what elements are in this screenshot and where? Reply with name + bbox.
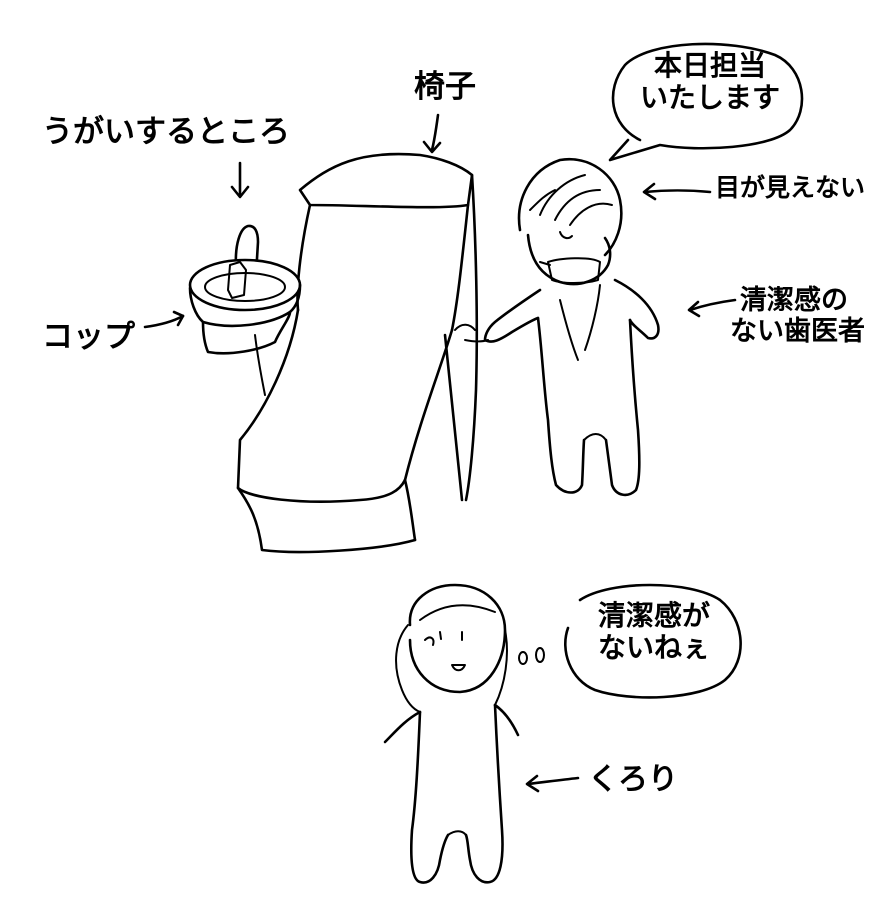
kurori-figure [383, 583, 520, 884]
dentist-speech-bubble [608, 42, 804, 162]
dentist-chair [236, 152, 479, 554]
label-chair: 椅子 [414, 69, 476, 105]
label-sink: うがいするところ [42, 114, 290, 150]
thought-text: 清潔感が ないねぇ [598, 599, 711, 665]
label-kurori: くろり [588, 762, 678, 797]
arrow-sink [230, 161, 250, 199]
spittoon-sink [188, 224, 302, 396]
label-eyes: 目が見えない [715, 173, 866, 202]
speech-dentist-text: 本日担当 いたします [640, 49, 781, 115]
speech-dentist-line1: 本日担当 [654, 49, 767, 82]
label-dentist-line1: 清潔感の [740, 285, 848, 316]
arrow-eyes [642, 182, 712, 201]
dentist-figure [464, 157, 660, 497]
arrow-dentist [687, 298, 737, 318]
label-dentist-line2: ない歯医者 [730, 316, 865, 348]
label-cup: コップ [42, 319, 135, 355]
arrow-cup [143, 310, 185, 329]
thought-bubble [518, 583, 742, 699]
arrow-kurori [525, 774, 580, 793]
arrow-chair [422, 113, 442, 154]
speech-dentist-line2: いたします [640, 81, 781, 115]
thought-line2: ないねぇ [598, 631, 711, 665]
label-dentist: 清潔感の ない歯医者 [730, 285, 875, 347]
thought-line1: 清潔感が [598, 599, 711, 632]
